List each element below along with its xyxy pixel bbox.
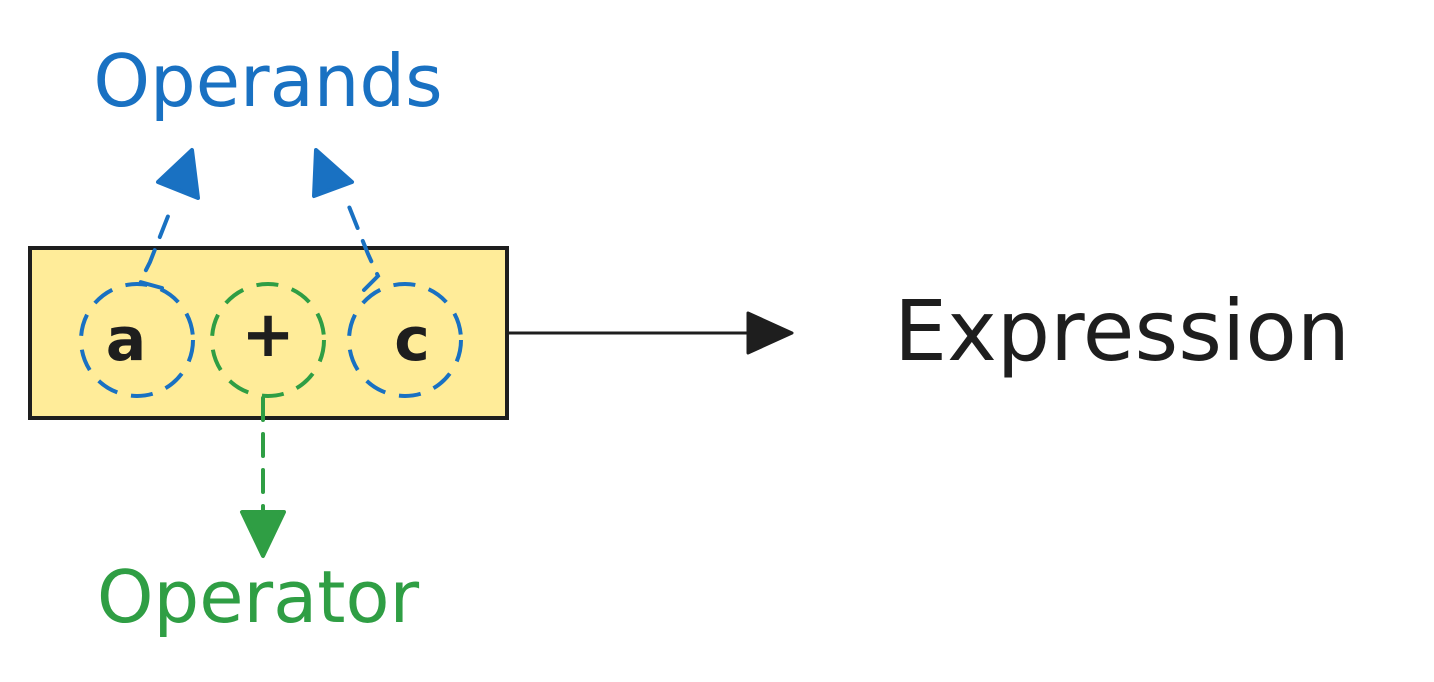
operand-a-token: a xyxy=(106,305,147,375)
operator-plus-token: + xyxy=(241,298,295,372)
operator-plus-circle xyxy=(210,282,326,398)
operator-arrowhead xyxy=(240,510,286,558)
operand-c-circle xyxy=(347,282,463,398)
operand-c-token: c xyxy=(394,305,430,375)
expression-label: Expression xyxy=(894,282,1350,380)
operand-c-arrow-line xyxy=(346,202,381,292)
operand-a-arrow-line xyxy=(137,204,174,290)
operand-a-circle xyxy=(79,282,195,398)
operand-c-arrowhead xyxy=(312,148,354,198)
operand-a-arrowhead xyxy=(156,148,200,200)
operator-label: Operator xyxy=(97,555,420,639)
operands-label: Operands xyxy=(93,39,442,123)
expression-arrowhead xyxy=(746,311,794,355)
